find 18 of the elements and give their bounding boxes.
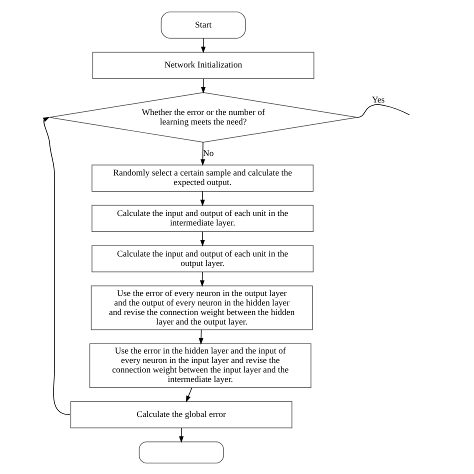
arrow xyxy=(42,116,70,415)
node-box: Calculate the global error xyxy=(70,400,292,428)
node-box: Network Initialization xyxy=(92,51,314,78)
node-box: Calculate the input and output of each unit in the intermediate layer. xyxy=(92,204,314,232)
edge-label: Yes xyxy=(372,94,385,104)
node-diamond: Whether the error or the number of learning meets the need? xyxy=(49,92,358,142)
connector xyxy=(356,104,410,118)
node-box xyxy=(138,440,224,463)
node-box: Randomly select a certain sample and calculate the expected output. xyxy=(92,164,314,192)
arrow xyxy=(200,230,205,246)
arrow xyxy=(186,386,192,402)
node-box: Use the error of every neuron in the output layer and the output of every neuron in the hidden layer and revise the connection weight between the hidden layer and the output layer. xyxy=(90,284,313,330)
node-box: Calculate the input and output of each unit in the output layer. xyxy=(92,244,314,272)
node-box: Start xyxy=(160,11,246,38)
arrow xyxy=(200,141,206,166)
arrow xyxy=(200,190,205,206)
node-box: Use the error in the hidden layer and the input of every neuron in the input layer and revise the connection weight between the input layer and the intermediate layer. xyxy=(89,342,312,388)
edge-label: No xyxy=(203,147,214,158)
